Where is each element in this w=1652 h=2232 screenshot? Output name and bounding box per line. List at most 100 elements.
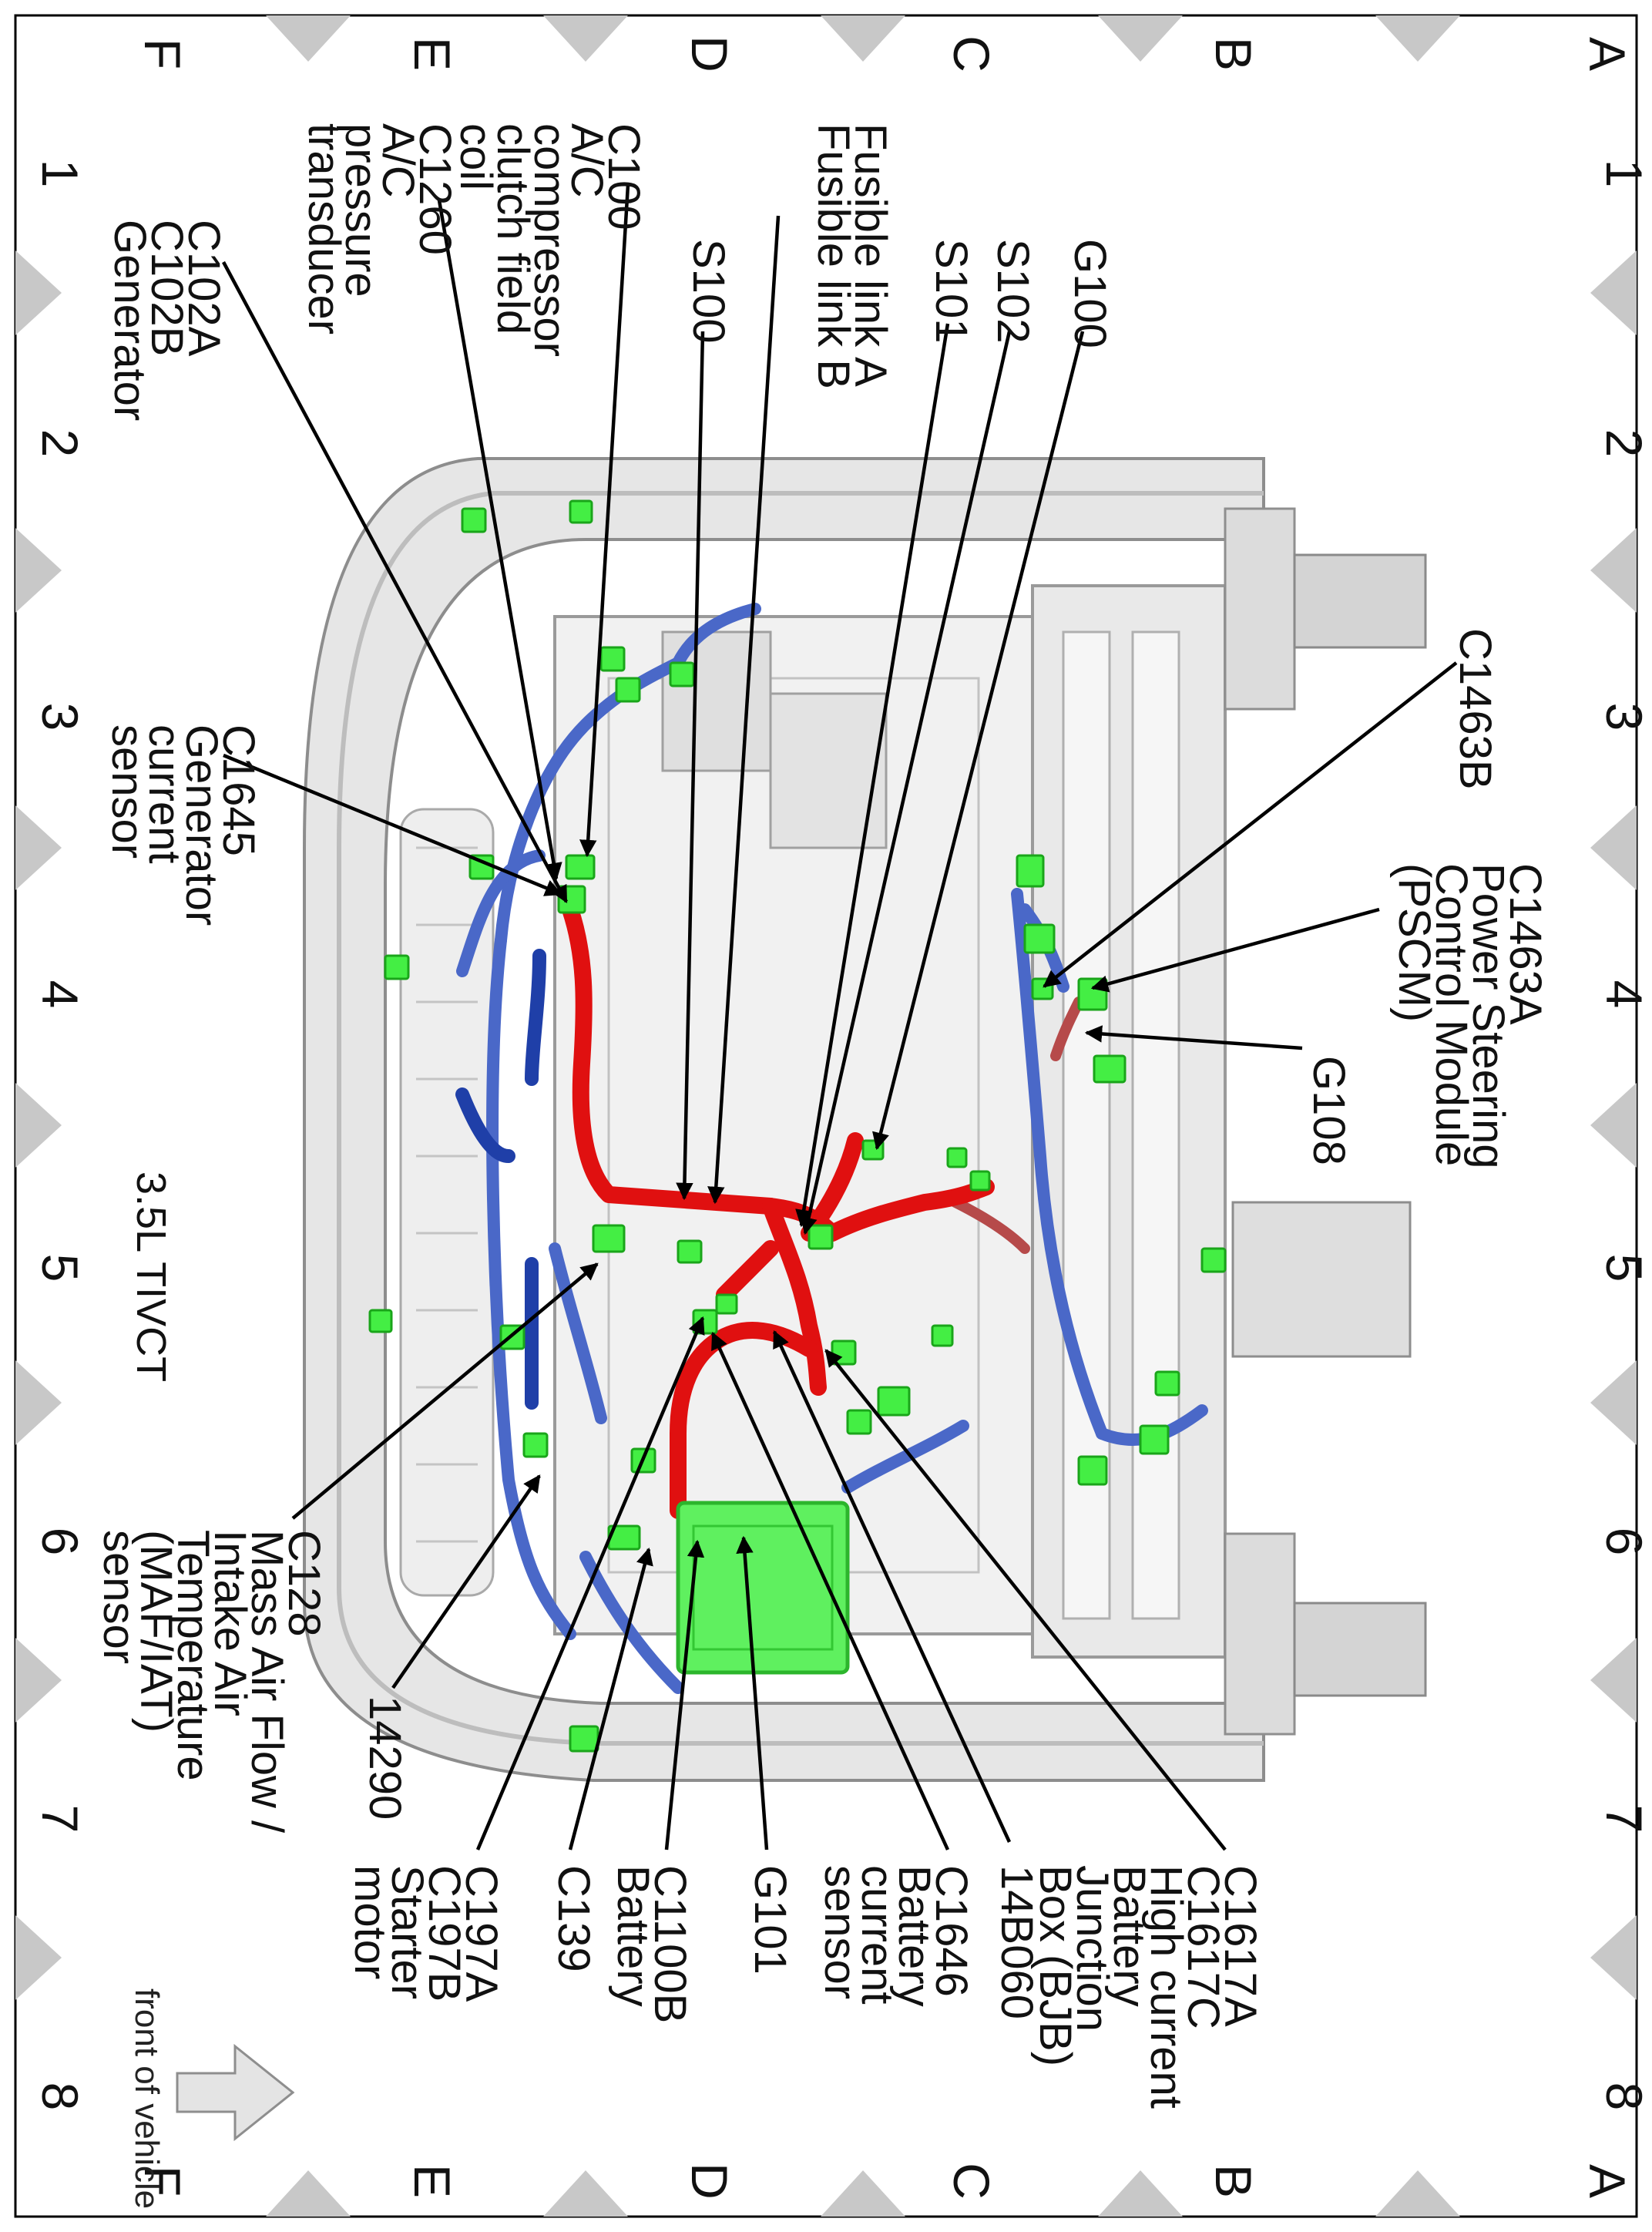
engine-label: 3.5L TIVCT xyxy=(128,1171,174,1382)
callout-c197-line-1: C197A xyxy=(456,1865,506,2002)
callout-c197-line-2: C197B xyxy=(419,1865,469,2002)
grid-row-B-top: B xyxy=(1205,37,1262,71)
grid-col-7-right: 7 xyxy=(1596,1805,1652,1834)
callout-c197-line-3: Starter xyxy=(382,1865,432,1999)
callout-c1260-line-2: A/C xyxy=(373,123,423,198)
callout-c1617-line-2: C1617C xyxy=(1178,1865,1228,2029)
connector-9 xyxy=(1023,923,1056,954)
leader-s100 xyxy=(676,331,705,1201)
zone-marker-top-1 xyxy=(266,15,351,62)
callout-c1463a-line-1: C1463A xyxy=(1500,863,1550,1025)
connector-14 xyxy=(1154,1370,1180,1397)
connector-6 xyxy=(715,1293,738,1315)
callout-s100-line-1: S100 xyxy=(683,239,734,343)
callout-s101: S101 xyxy=(926,239,976,343)
callout-s102-line-1: S102 xyxy=(988,239,1038,343)
leader-h14b060 xyxy=(772,1329,1012,1843)
grid-col-7-left: 7 xyxy=(32,1805,89,1834)
zone-marker-left-3 xyxy=(15,805,62,890)
zone-marker-top-4 xyxy=(1098,15,1183,62)
callout-g100-line-1: G100 xyxy=(1065,239,1115,348)
callout-c197-line-4: motor xyxy=(345,1865,395,1979)
callout-c1646-line-4: sensor xyxy=(815,1865,865,1999)
connector-29 xyxy=(615,677,641,703)
zone-marker-top-2 xyxy=(543,15,628,62)
callout-c1463a-line-4: (PSCM) xyxy=(1389,863,1439,1022)
connector-30 xyxy=(569,499,593,524)
leader-c128 xyxy=(291,1262,599,1520)
callout-c139: C139 xyxy=(549,1865,599,1972)
grid-col-6-right: 6 xyxy=(1596,1528,1652,1556)
callout-c102-line-1: C102A xyxy=(179,220,229,357)
connector-22 xyxy=(522,1432,549,1458)
connector-21 xyxy=(569,1725,599,1753)
grid-col-1-right: 1 xyxy=(1596,160,1652,188)
leader-c100 xyxy=(579,184,630,858)
battery xyxy=(676,1501,850,1675)
zone-marker-right-1 xyxy=(1590,250,1637,335)
front-arrow-icon xyxy=(176,2043,295,2142)
callout-s100: S100 xyxy=(683,239,734,343)
connector-3 xyxy=(592,1224,626,1253)
zone-marker-bottom-3 xyxy=(821,2170,905,2217)
connector-34 xyxy=(808,1224,834,1250)
frame-rail-right xyxy=(1131,630,1180,1620)
callout-c1100b-line-2: Battery xyxy=(608,1865,658,2007)
grid-row-A-top: A xyxy=(1579,37,1636,71)
leader-c1646 xyxy=(710,1331,950,1850)
callout-c100-line-5: coil xyxy=(451,123,501,190)
grid-col-3-left: 3 xyxy=(32,703,89,731)
bracket-upper xyxy=(769,692,888,849)
signal-harness xyxy=(456,603,1208,1694)
callout-c1617-line-1: C1617A xyxy=(1215,1865,1265,2027)
callout-h14290: 14290 xyxy=(360,1696,410,1820)
grid-col-2-left: 2 xyxy=(32,429,89,458)
zone-marker-right-2 xyxy=(1590,528,1637,613)
callout-c128-line-4: Temperature xyxy=(168,1530,218,1781)
callout-c102-line-3: Generator xyxy=(105,220,155,421)
callout-c100-line-3: compressor xyxy=(525,123,575,357)
ground-branch xyxy=(950,997,1084,1254)
callout-c100-line-1: C100 xyxy=(599,123,649,230)
zone-marker-bottom-4 xyxy=(1098,2170,1183,2217)
grid-row-C-bottom: C xyxy=(943,2163,1000,2200)
callout-fusible-line-1: Fusible link A xyxy=(845,123,895,387)
callout-c100-line-4: clutch field xyxy=(488,123,538,334)
callout-c1463b: C1463B xyxy=(1450,628,1500,790)
frame-horn-upper xyxy=(1224,507,1296,711)
connector-18 xyxy=(846,1409,872,1435)
leader-c1463a xyxy=(1090,907,1380,993)
grid-col-5-left: 5 xyxy=(32,1254,89,1282)
callout-c128-line-1: C128 xyxy=(279,1530,329,1637)
zone-marker-bottom-2 xyxy=(543,2170,628,2217)
callout-s102: S102 xyxy=(988,239,1038,343)
grid-col-4-right: 4 xyxy=(1596,980,1652,1009)
callout-h14b060-line-1: 14B060 xyxy=(992,1865,1042,2019)
leader-h14290 xyxy=(391,1474,541,1689)
zone-marker-right-6 xyxy=(1590,1638,1637,1723)
connector-8 xyxy=(1016,854,1045,888)
callout-c1463a-line-2: Power Steering xyxy=(1463,863,1513,1169)
zone-marker-bottom-1 xyxy=(266,2170,351,2217)
callout-c1646-line-1: C1646 xyxy=(926,1865,976,1997)
callout-c1645-line-3: current xyxy=(139,724,190,864)
callout-c1260-line-4: transducer xyxy=(299,123,349,334)
callout-fusible-line-2: Fusible link B xyxy=(808,123,858,389)
grid-col-1-left: 1 xyxy=(32,160,89,188)
fascia-edge xyxy=(337,491,1264,1746)
connector-28 xyxy=(669,661,695,687)
connector-15 xyxy=(1139,1424,1170,1455)
callout-c102-line-2: C102B xyxy=(142,220,192,356)
leader-fusible xyxy=(707,215,781,1205)
callout-h14b060: 14B060 xyxy=(992,1865,1042,2019)
grid-col-2-right: 2 xyxy=(1596,429,1652,458)
zone-marker-left-6 xyxy=(15,1638,62,1723)
